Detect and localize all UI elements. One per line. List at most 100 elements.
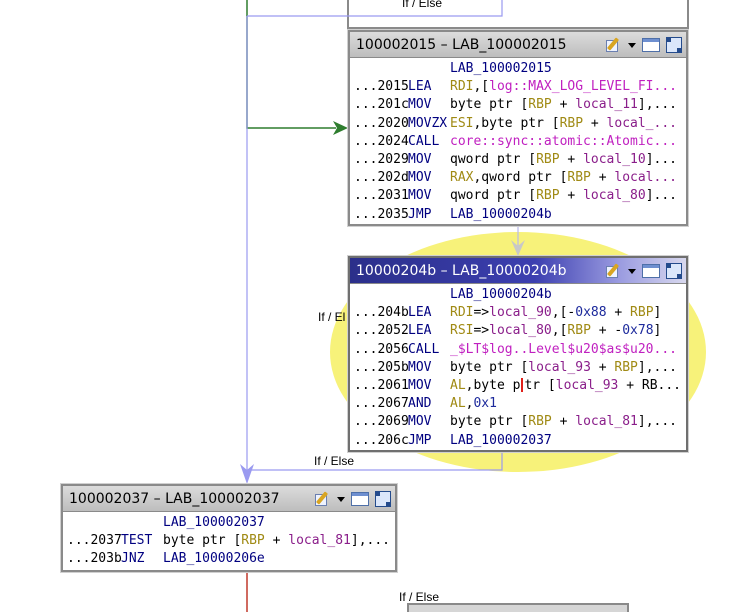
code-label[interactable]: LAB_10000204b (450, 287, 552, 302)
operand-token[interactable]: RBP (536, 188, 560, 204)
operand-token[interactable]: 0x88 (575, 305, 607, 321)
operand-token[interactable]: log::MAX_LOG_LEVEL_FI... (489, 79, 677, 95)
operand-token[interactable]: 0x1 (473, 396, 497, 412)
chevron-down-icon[interactable] (337, 496, 345, 502)
operand-token[interactable]: RBP (630, 305, 654, 321)
operand-token[interactable]: local_81 (288, 533, 351, 549)
operand-token[interactable]: local_93 (528, 359, 591, 375)
operand-token[interactable]: local_... (606, 115, 677, 131)
operand-token[interactable]: local_90 (489, 305, 552, 321)
edit-icon[interactable] (606, 263, 622, 279)
edit-icon[interactable] (606, 37, 622, 53)
instruction-operands[interactable]: RDI=>local_90,[-0x88 + RBP] (450, 304, 682, 322)
block-header[interactable]: 100002015 – LAB_100002015 (350, 32, 686, 58)
instruction-operands[interactable]: _$LT$log..Level$u20$as$u20... (450, 341, 682, 359)
operand-token[interactable]: local_80 (583, 188, 646, 204)
instruction-operands[interactable]: byte ptr [local_93 + RBP],... (450, 359, 682, 377)
maximize-icon[interactable] (666, 263, 682, 279)
operand-token[interactable]: local_93 (555, 377, 619, 393)
code-block-10000204b[interactable]: 10000204b – LAB_10000204b LAB_10000204b.… (348, 256, 688, 452)
chevron-down-icon[interactable] (628, 42, 636, 48)
block-header[interactable]: 10000204b – LAB_10000204b (350, 258, 686, 284)
label-line[interactable]: LAB_100002015 (354, 60, 682, 78)
operand-token[interactable]: RBP (614, 359, 638, 375)
operand-token[interactable]: AL (450, 396, 466, 412)
operand-token[interactable]: RAX (450, 170, 474, 186)
operand-token[interactable]: local_10 (583, 151, 646, 167)
operand-token[interactable]: RBP (528, 414, 552, 430)
window-icon[interactable] (351, 492, 369, 506)
operand-token[interactable]: local... (614, 170, 677, 186)
code-block-100002015[interactable]: 100002015 – LAB_100002015 LAB_100002015.… (348, 30, 688, 226)
block-header[interactable]: 100002037 – LAB_100002037 (63, 486, 395, 512)
label-line[interactable]: LAB_10000204b (354, 286, 682, 304)
instruction-operands[interactable]: core::sync::atomic::Atomic... (450, 133, 682, 151)
code-block-100002037[interactable]: 100002037 – LAB_100002037 LAB_100002037.… (61, 484, 397, 572)
code-label[interactable]: LAB_100002037 (163, 515, 265, 530)
operand-token[interactable]: RBP (567, 323, 591, 339)
instruction-operands[interactable]: byte ptr [RBP + local_81],... (450, 413, 682, 431)
operand-token[interactable]: LAB_100002037 (450, 432, 552, 448)
operand-token[interactable]: RBP (241, 533, 265, 549)
window-icon[interactable] (642, 264, 660, 278)
operand-token[interactable]: local_80 (489, 323, 552, 339)
instruction-operands[interactable]: LAB_10000206e (163, 550, 391, 568)
label-line[interactable]: LAB_100002037 (67, 514, 391, 532)
operand-token[interactable]: ESI (450, 115, 474, 131)
offscreen-block-lower[interactable] (407, 603, 629, 612)
operand-token[interactable]: local_11 (575, 97, 638, 113)
edit-icon[interactable] (315, 491, 331, 507)
instruction-operands[interactable]: ESI,byte ptr [RBP + local_... (450, 115, 682, 133)
operand-token[interactable]: core::sync::atomic::Atomic... (450, 133, 677, 149)
operand-token[interactable]: LAB_10000204b (450, 206, 552, 222)
operand-token[interactable]: 0x78 (622, 323, 654, 339)
instruction-operands[interactable]: LAB_100002037 (450, 432, 682, 450)
instruction-operands[interactable]: RDI,[log::MAX_LOG_LEVEL_FI... (450, 78, 682, 96)
operand-token[interactable]: LAB_10000206e (163, 551, 265, 567)
operand-token[interactable]: local_81 (575, 414, 638, 430)
operand-token[interactable]: RBP (559, 115, 584, 131)
maximize-icon[interactable] (666, 37, 682, 53)
instruction-operands[interactable]: RSI=>local_80,[RBP + -0x78] (450, 322, 682, 340)
maximize-icon[interactable] (375, 491, 391, 507)
instruction-operands[interactable]: byte ptr [RBP + local_11],... (450, 96, 682, 114)
operand-token[interactable]: RDI (450, 305, 474, 321)
window-icon[interactable] (642, 38, 660, 52)
code-label[interactable]: LAB_100002015 (450, 61, 552, 76)
operand-token[interactable]: RSI (450, 323, 474, 339)
instruction-operands[interactable]: AL,0x1 (450, 395, 682, 413)
operand-token[interactable]: RBP (536, 151, 560, 167)
operand-token[interactable]: AL (450, 377, 466, 393)
offscreen-block[interactable] (347, 0, 689, 29)
edge-true-branch[interactable] (246, 0, 336, 129)
edge-fall-top[interactable] (247, 0, 503, 17)
operand-token[interactable]: RBP (528, 97, 552, 113)
operand-token[interactable]: RBP (567, 170, 591, 186)
instruction-operands[interactable]: LAB_10000204b (450, 206, 682, 224)
operand-token[interactable]: _$LT$log..Level$u20$as$u20... (450, 341, 677, 357)
instruction-operands[interactable]: qword ptr [RBP + local_10]... (450, 151, 682, 169)
instruction-operands[interactable]: qword ptr [RBP + local_80]... (450, 187, 682, 205)
chevron-down-icon[interactable] (628, 268, 636, 274)
instruction-operands[interactable]: byte ptr [RBP + local_81],... (163, 532, 391, 550)
